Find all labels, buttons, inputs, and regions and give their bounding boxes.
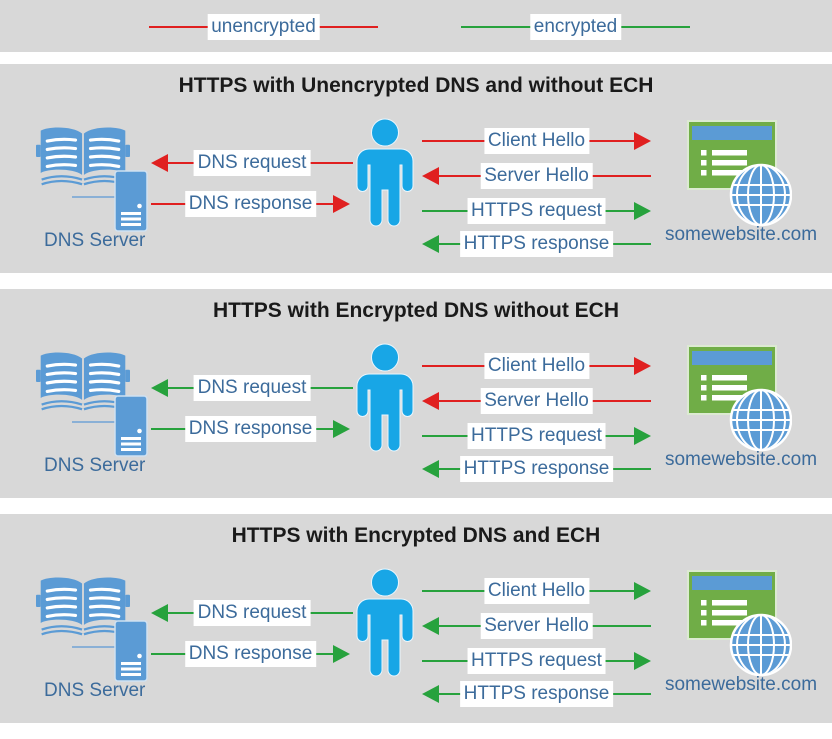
- arrowhead-icon: [151, 604, 168, 622]
- dns-response-arrow: DNS response: [151, 191, 350, 217]
- user-person-icon: [356, 343, 414, 452]
- arrowhead-icon: [333, 195, 350, 213]
- arrow-label: HTTPS response: [459, 231, 614, 257]
- arrow-label: DNS response: [184, 416, 317, 442]
- user-person-icon: [356, 118, 414, 227]
- dns-request-arrow: DNS request: [151, 150, 353, 176]
- arrowhead-icon: [422, 460, 439, 478]
- arrow-label: DNS response: [184, 191, 317, 217]
- website-globe-icon: [686, 119, 792, 227]
- https-response-arrow: HTTPS response: [422, 231, 651, 257]
- arrow-label: DNS request: [193, 150, 311, 176]
- client-hello-arrow: Client Hello: [422, 578, 651, 604]
- book-server-connector: [72, 646, 118, 648]
- dns-server-icon: [114, 170, 148, 232]
- https-response-arrow: HTTPS response: [422, 681, 651, 707]
- https-response-arrow: HTTPS response: [422, 456, 651, 482]
- arrow-label: DNS request: [193, 375, 311, 401]
- arrow-label: HTTPS request: [467, 423, 606, 449]
- arrow-label: Client Hello: [483, 128, 590, 154]
- book-server-connector: [72, 421, 118, 423]
- dns-server-label: DNS Server: [44, 455, 146, 476]
- arrow-label: Server Hello: [480, 388, 593, 414]
- dns-response-arrow: DNS response: [151, 641, 350, 667]
- website-label: somewebsite.com: [664, 449, 818, 470]
- dns-server-label: DNS Server: [44, 230, 146, 251]
- arrowhead-icon: [634, 202, 651, 220]
- panel-title: HTTPS with Encrypted DNS without ECH: [212, 299, 619, 322]
- arrowhead-icon: [634, 582, 651, 600]
- legend-item-encrypted: encrypted: [461, 14, 690, 40]
- arrow-label: Client Hello: [483, 353, 590, 379]
- legend-item-unencrypted: unencrypted: [149, 14, 378, 40]
- arrowhead-icon: [333, 420, 350, 438]
- user-person-icon: [356, 568, 414, 677]
- arrow-label: Server Hello: [480, 613, 593, 639]
- arrowhead-icon: [634, 132, 651, 150]
- arrowhead-icon: [634, 357, 651, 375]
- arrowhead-icon: [634, 652, 651, 670]
- dns-server-icon: [114, 620, 148, 682]
- panel-title: HTTPS with Unencrypted DNS and without E…: [178, 74, 654, 97]
- arrow-label: DNS request: [193, 600, 311, 626]
- panel-encrypted-dns-no-ech: HTTPS with Encrypted DNS without ECH DNS…: [0, 289, 832, 498]
- legend-label-encrypted: encrypted: [529, 14, 622, 40]
- arrowhead-icon: [634, 427, 651, 445]
- arrowhead-icon: [422, 235, 439, 253]
- dns-server-icon: [114, 395, 148, 457]
- legend-bar: unencrypted encrypted: [0, 0, 832, 52]
- arrowhead-icon: [333, 645, 350, 663]
- dns-response-arrow: DNS response: [151, 416, 350, 442]
- panel-encrypted-dns-and-ech: HTTPS with Encrypted DNS and ECH DNS Ser…: [0, 514, 832, 723]
- panel-unencrypted-dns-no-ech: HTTPS with Unencrypted DNS and without E…: [0, 64, 832, 273]
- arrow-label: HTTPS request: [467, 648, 606, 674]
- arrow-label: DNS response: [184, 641, 317, 667]
- legend-label-unencrypted: unencrypted: [207, 14, 320, 40]
- arrowhead-icon: [422, 685, 439, 703]
- client-hello-arrow: Client Hello: [422, 353, 651, 379]
- https-request-arrow: HTTPS request: [422, 648, 651, 674]
- https-request-arrow: HTTPS request: [422, 423, 651, 449]
- dns-request-arrow: DNS request: [151, 375, 353, 401]
- website-label: somewebsite.com: [664, 674, 818, 695]
- arrowhead-icon: [422, 617, 439, 635]
- arrow-label: Server Hello: [480, 163, 593, 189]
- book-server-connector: [72, 196, 118, 198]
- arrow-label: HTTPS request: [467, 198, 606, 224]
- arrow-label: HTTPS response: [459, 681, 614, 707]
- arrowhead-icon: [422, 167, 439, 185]
- client-hello-arrow: Client Hello: [422, 128, 651, 154]
- dns-request-arrow: DNS request: [151, 600, 353, 626]
- website-label: somewebsite.com: [664, 224, 818, 245]
- dns-server-label: DNS Server: [44, 680, 146, 701]
- panel-title: HTTPS with Encrypted DNS and ECH: [231, 524, 601, 547]
- arrow-label: HTTPS response: [459, 456, 614, 482]
- arrowhead-icon: [151, 154, 168, 172]
- website-globe-icon: [686, 344, 792, 452]
- server-hello-arrow: Server Hello: [422, 388, 651, 414]
- server-hello-arrow: Server Hello: [422, 163, 651, 189]
- https-request-arrow: HTTPS request: [422, 198, 651, 224]
- arrow-label: Client Hello: [483, 578, 590, 604]
- arrowhead-icon: [422, 392, 439, 410]
- website-globe-icon: [686, 569, 792, 677]
- arrowhead-icon: [151, 379, 168, 397]
- server-hello-arrow: Server Hello: [422, 613, 651, 639]
